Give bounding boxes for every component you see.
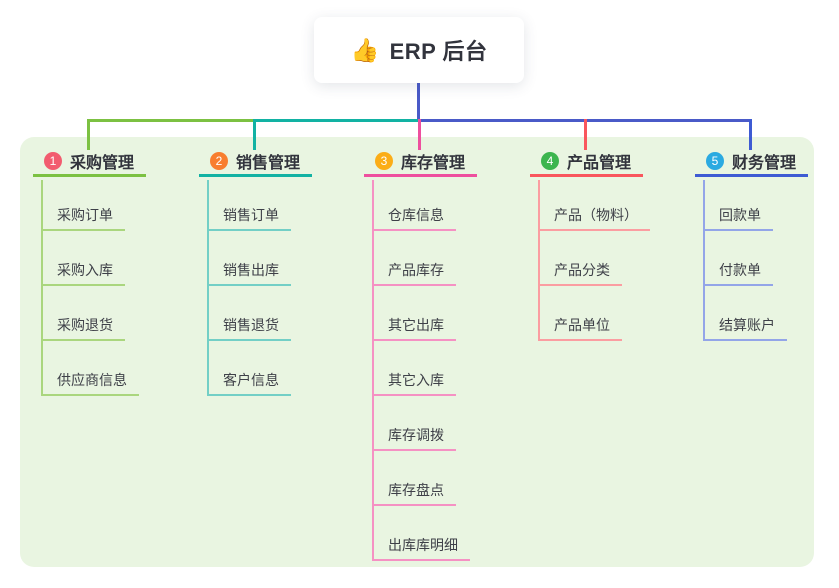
branch-header-4[interactable]: 4 产品管理: [530, 148, 643, 177]
root-node[interactable]: 👍 ERP 后台: [314, 17, 524, 83]
child-node[interactable]: 产品库存: [372, 258, 456, 286]
child-node[interactable]: 产品单位: [538, 313, 622, 341]
child-node[interactable]: 客户信息: [207, 368, 291, 396]
branch-label: 销售管理: [236, 155, 301, 172]
child-node[interactable]: 其它入库: [372, 368, 456, 396]
child-node[interactable]: 库存盘点: [372, 478, 456, 506]
branch-label: 库存管理: [401, 155, 466, 172]
child-node[interactable]: 其它出库: [372, 313, 456, 341]
child-node[interactable]: 结算账户: [703, 313, 787, 341]
child-node[interactable]: 回款单: [703, 203, 773, 231]
connector-children-line: [41, 180, 43, 396]
child-node[interactable]: 出库库明细: [372, 533, 470, 561]
child-node[interactable]: 采购入库: [41, 258, 125, 286]
branch-header-1[interactable]: 1 采购管理: [33, 148, 146, 177]
child-node[interactable]: 付款单: [703, 258, 773, 286]
connector-children-line: [372, 180, 374, 561]
branch-badge: 1: [44, 152, 62, 170]
connector-branch-drop: [584, 119, 587, 150]
root-title: ERP 后台: [389, 39, 488, 64]
connector-children-line: [538, 180, 540, 341]
child-node[interactable]: 采购退货: [41, 313, 125, 341]
branch-badge: 4: [541, 152, 559, 170]
branch-badge: 5: [706, 152, 724, 170]
connector-bus-segment: [253, 119, 418, 122]
child-node[interactable]: 供应商信息: [41, 368, 139, 396]
child-node[interactable]: 销售退货: [207, 313, 291, 341]
branch-header-5[interactable]: 5 财务管理: [695, 148, 808, 177]
connector-branch-drop: [253, 119, 256, 150]
mindmap-panel: [20, 137, 814, 567]
branch-header-3[interactable]: 3 库存管理: [364, 148, 477, 177]
child-node[interactable]: 库存调拨: [372, 423, 456, 451]
child-node[interactable]: 销售出库: [207, 258, 291, 286]
connector-root-line: [417, 83, 420, 122]
branch-header-2[interactable]: 2 销售管理: [199, 148, 312, 177]
branch-badge: 2: [210, 152, 228, 170]
branch-label: 产品管理: [567, 155, 632, 172]
branch-label: 采购管理: [70, 155, 135, 172]
child-node[interactable]: 产品（物料）: [538, 203, 650, 231]
connector-bus-segment: [87, 119, 253, 122]
connector-children-line: [207, 180, 209, 396]
branch-label: 财务管理: [732, 155, 797, 172]
child-node[interactable]: 销售订单: [207, 203, 291, 231]
connector-branch-drop: [418, 119, 421, 150]
connector-branch-drop: [749, 119, 752, 150]
child-node[interactable]: 采购订单: [41, 203, 125, 231]
child-node[interactable]: 产品分类: [538, 258, 622, 286]
thumbs-up-icon: 👍: [350, 36, 380, 63]
connector-branch-drop: [87, 119, 90, 150]
connector-children-line: [703, 180, 705, 341]
branch-badge: 3: [375, 152, 393, 170]
child-node[interactable]: 仓库信息: [372, 203, 456, 231]
